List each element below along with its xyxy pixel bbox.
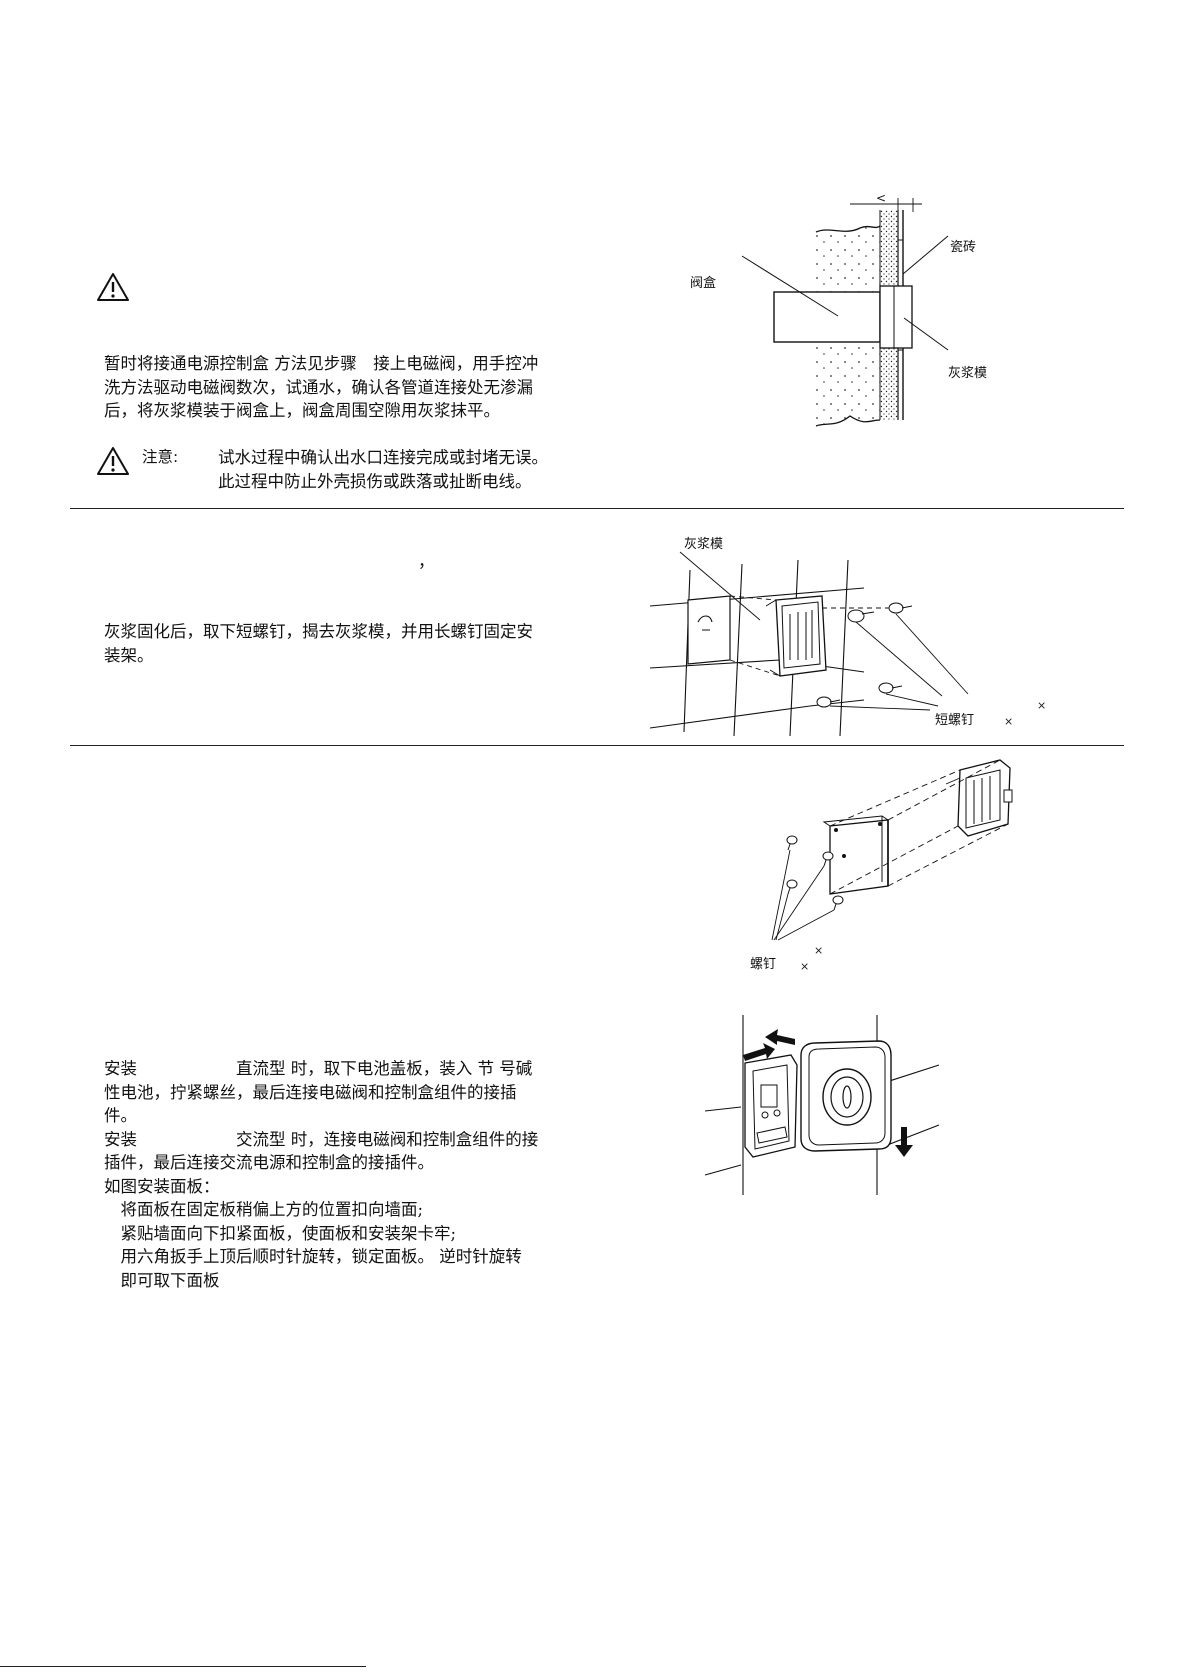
section3-line: 用六角扳手上顶后顺时针旋转，锁定面板。 逆时针旋转 [104,1247,522,1266]
short-screw-label: 短螺钉 [935,713,975,728]
footer-rule [0,1666,366,1667]
warning-icon [97,273,129,301]
notice-line: 试水过程中确认出水口连接完成或封堵无误。 [218,448,548,467]
notice-line: 此过程中防止外壳损伤或跌落或扯断电线。 [218,471,532,491]
stray-comma: ， [418,552,435,571]
notice-label: 注意: [142,448,179,466]
section1-line: 洗方法驱动电磁阀数次，试通水，确认各管道连接处无渗漏 [104,377,533,397]
section3-line: 如图安装面板： [104,1176,220,1196]
panel-install-figure [704,1015,940,1195]
section1-line: 暂时将接通电源控制盒 方法见步骤 接上电磁阀，用手控冲 [104,354,539,373]
section3-line: 性电池，拧紧螺丝，最后连接电磁阀和控制盒组件的接插 [104,1082,517,1102]
section3-line: 即可取下面板 [104,1270,220,1290]
section3-line: 安装 直流型 时，取下电池盖板，装入 节 号碱 [104,1059,533,1078]
dimension-mark: × [800,960,810,973]
section3-line: 将面板在固定板稍偏上方的位置扣向墙面; [104,1200,424,1219]
section3-line: 件。 [104,1106,137,1125]
figure-top-mark: < [876,191,887,205]
section2-line: 灰浆固化后，取下短螺钉，揭去灰浆模，并用长螺钉固定安 [104,622,533,641]
section3-line: 安装 交流型 时，连接电磁阀和控制盒组件的接 [104,1129,539,1149]
screw-label: 螺钉 [750,957,777,972]
section1-paragraph: 暂时将接通电源控制盒 方法见步骤 接上电磁阀，用手控冲 洗方法驱动电磁阀数次，试… [104,352,538,423]
section2-paragraph: 灰浆固化后，取下短螺钉，揭去灰浆模，并用长螺钉固定安 装架。 [104,620,533,667]
dimension-mark: × [1037,699,1047,712]
notice-text: 试水过程中确认出水口连接完成或封堵无误。 此过程中防止外壳损伤或跌落或扯断电线。 [218,446,548,493]
section3-line: 紧贴墙面向下扣紧面板，使面板和安装架卡牢; [104,1223,457,1243]
mortar-mold-label: 灰浆模 [684,537,724,552]
bracket-screw-figure [771,759,1013,941]
tile-label: 瓷砖 [950,240,977,255]
wall-section-figure [741,198,949,427]
mortar-mold-label: 灰浆模 [948,366,988,381]
dimension-mark: × [1004,715,1014,728]
section-divider [70,508,1124,509]
section3-paragraph: 安装 直流型 时，取下电池盖板，装入 节 号碱 性电池，拧紧螺丝，最后连接电磁阀… [104,1057,538,1292]
mortar-mold-removal-figure [649,551,969,737]
section3-line: 插件，最后连接交流电源和控制盒的接插件。 [104,1153,434,1172]
dimension-mark: × [814,944,824,957]
warning-icon [97,447,129,475]
section1-line: 后，将灰浆模装于阀盒上，阀盒周围空隙用灰浆抹平。 [104,401,500,420]
section2-line: 装架。 [104,645,154,665]
valve-box-label: 阀盒 [690,276,717,291]
section-divider [70,745,1124,746]
